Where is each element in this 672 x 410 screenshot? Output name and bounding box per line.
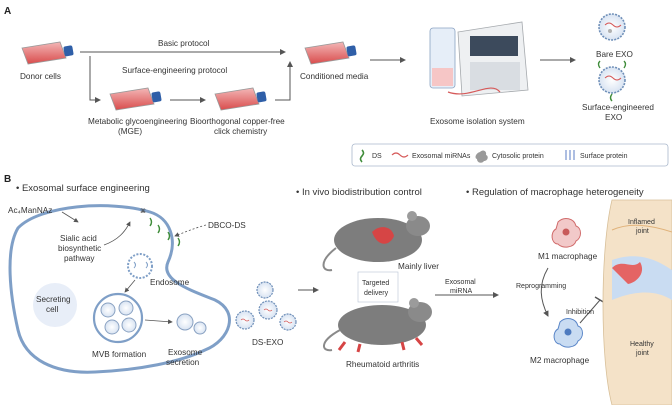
inflamed-label-line1: Inflamed bbox=[628, 219, 655, 226]
targeted-delivery-box: Targeted delivery bbox=[357, 271, 399, 303]
exo-mirna-line2: miRNA bbox=[450, 288, 472, 295]
donor-cells-label: Donor cells bbox=[20, 72, 61, 81]
mvb-label: MVB formation bbox=[92, 350, 147, 359]
nucleus bbox=[33, 283, 77, 327]
surface-exo-label-line1: Surface-engineered bbox=[582, 103, 654, 112]
legend-surface: Surface protein bbox=[580, 153, 628, 160]
dbco-arrow bbox=[174, 224, 207, 237]
ds-legend-icon bbox=[359, 149, 365, 163]
secreting-label-line2: cell bbox=[46, 305, 58, 314]
surface-protocol-arrow-1 bbox=[89, 56, 101, 103]
sialic-label-line1: Sialic acid bbox=[60, 234, 97, 243]
inhibition-line bbox=[579, 299, 601, 324]
mvb-to-secretion-arrow bbox=[144, 319, 173, 325]
click-label-line1: Bioorthogonal copper-free bbox=[190, 117, 285, 126]
targeted-line1: Targeted bbox=[362, 280, 389, 287]
surface-engineered-exo-icon bbox=[597, 60, 627, 102]
endosome bbox=[127, 253, 153, 279]
mvb bbox=[92, 292, 144, 344]
sialic-arrow bbox=[103, 221, 131, 246]
heading-macrophage: • Regulation of macrophage heterogeneity bbox=[466, 187, 644, 198]
sialic-label-line2: biosynthetic bbox=[58, 244, 101, 253]
secreting-label-line1: Secreting bbox=[36, 295, 71, 304]
secreting-cell-membrane bbox=[8, 204, 231, 374]
surface-protocol-label: Surface-engineering protocol bbox=[122, 66, 227, 75]
healthy-label-line2: joint bbox=[635, 350, 649, 357]
cytosolic-protein-legend-icon bbox=[475, 150, 488, 163]
surface-exo-label-line2: EXO bbox=[605, 113, 622, 122]
ra-label: Rheumatoid arthritis bbox=[346, 360, 419, 369]
exo-secretion-line1: Exosome bbox=[168, 348, 203, 357]
heading-biodistribution: • In vivo biodistribution control bbox=[296, 187, 422, 198]
exo-mirna-line1: Exosomal bbox=[445, 279, 476, 286]
ds-exo-cluster bbox=[235, 281, 297, 331]
m2-label: M2 macrophage bbox=[530, 356, 590, 365]
heading-surface-engineering: • Exosomal surface engineering bbox=[16, 183, 150, 194]
mge-flask bbox=[109, 87, 162, 111]
donor-cells-flask bbox=[21, 41, 74, 65]
click-chemistry-flask bbox=[214, 87, 267, 111]
sialic-label-line3: pathway bbox=[64, 254, 95, 263]
legend-ds: DS bbox=[372, 153, 382, 160]
mge-label-line1: Metabolic glycoengineering bbox=[88, 117, 188, 126]
m1-macrophage-icon bbox=[551, 218, 581, 248]
joint-illustration bbox=[602, 199, 672, 406]
basic-protocol-label: Basic protocol bbox=[158, 39, 210, 48]
mge-label-line2: (MGE) bbox=[118, 127, 142, 136]
ac4mannaz-arrow bbox=[61, 211, 79, 223]
secretion-pocket bbox=[176, 313, 207, 335]
conditioned-media-flask bbox=[304, 41, 357, 65]
m2-macrophage-icon bbox=[553, 318, 583, 348]
ds-on-membrane bbox=[149, 217, 181, 247]
mouse-liver bbox=[322, 211, 430, 272]
isolation-system-label: Exosome isolation system bbox=[430, 117, 525, 126]
reprogramming-label: Reprogramming bbox=[516, 283, 566, 290]
mainly-liver-label: Mainly liver bbox=[398, 262, 439, 271]
healthy-label-line1: Healthy bbox=[630, 341, 654, 348]
legend-box: DS Exosomal miRNAs Cytosolic protein Sur… bbox=[351, 143, 669, 167]
bare-exo-label: Bare EXO bbox=[596, 50, 633, 59]
click-to-media-arrow bbox=[275, 61, 293, 101]
surface-protein-legend-icon bbox=[565, 150, 575, 160]
panel-b-label: B bbox=[4, 174, 11, 185]
mirna-legend-icon bbox=[391, 152, 409, 158]
click-label-line2: click chemistry bbox=[214, 127, 268, 136]
mouse-ra bbox=[323, 298, 432, 353]
targeted-line2: delivery bbox=[364, 290, 389, 297]
inhibition-label: Inhibition bbox=[566, 309, 594, 316]
m1-label: M1 macrophage bbox=[538, 252, 598, 261]
inflamed-label-line2: joint bbox=[635, 228, 649, 235]
panel-a-label: A bbox=[4, 6, 11, 17]
conditioned-media-label: Conditioned media bbox=[300, 72, 369, 81]
ds-exo-label: DS-EXO bbox=[252, 338, 283, 347]
isolation-system-device bbox=[429, 21, 529, 97]
reprogramming-arrow bbox=[540, 267, 549, 317]
dbco-ds-label: DBCO-DS bbox=[208, 221, 246, 230]
exo-secretion-line2: secretion bbox=[166, 358, 200, 367]
legend-cytosolic: Cytosolic protein bbox=[492, 153, 544, 160]
bare-exo-icon bbox=[598, 13, 626, 41]
endosome-to-mvb-arrow bbox=[124, 279, 136, 293]
endosome-label: Endosome bbox=[150, 278, 190, 287]
sugar-symbol: ⌘ bbox=[140, 208, 146, 215]
ac4mannaz-label: Ac₄ManNAz bbox=[8, 206, 52, 215]
legend-mirnas: Exosomal miRNAs bbox=[412, 153, 471, 160]
